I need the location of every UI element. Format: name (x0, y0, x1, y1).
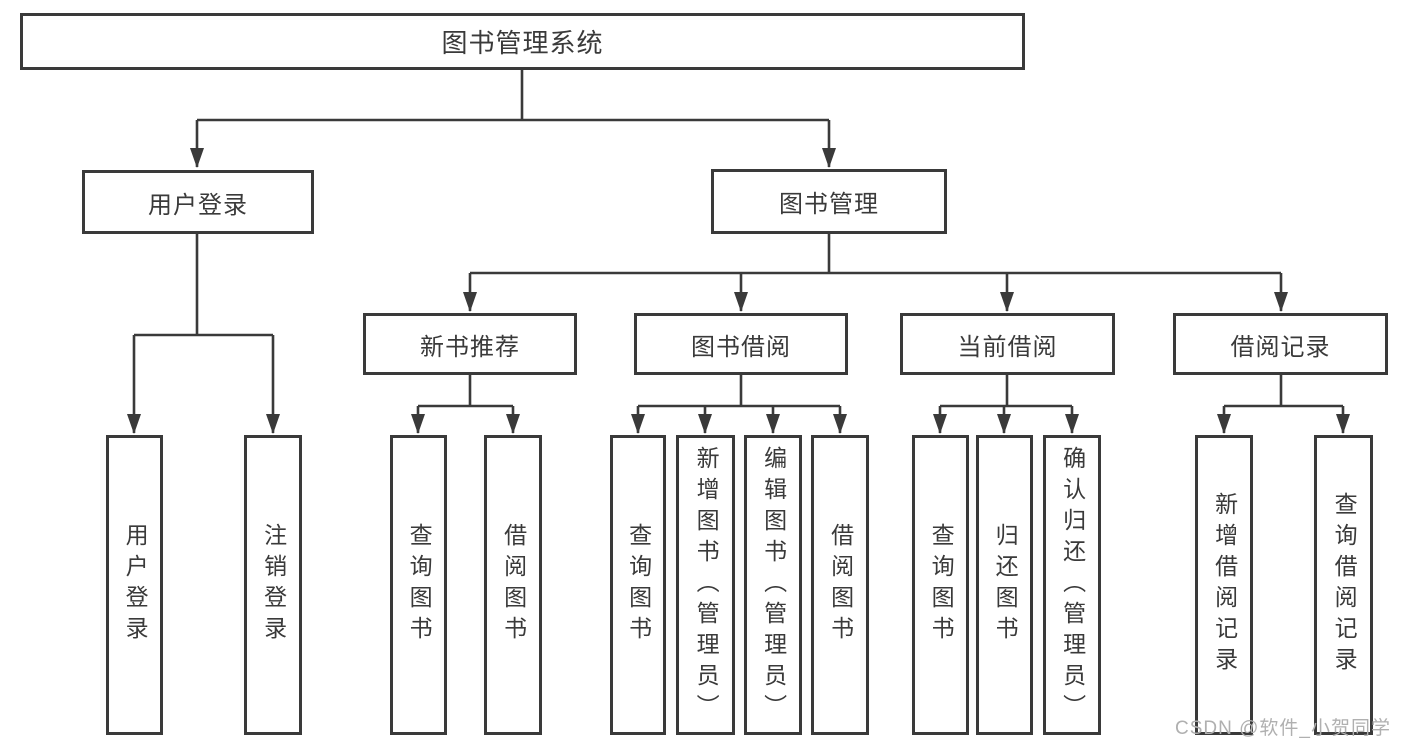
node-book-management: 图书管理 (711, 169, 947, 234)
leaf-add-borrow-record: 新增借阅记录 (1195, 435, 1253, 735)
leaf-label: 查询图书 (625, 523, 652, 647)
leaf-edit-books-admin: 编辑图书（管理员） (744, 435, 802, 735)
leaf-user-login: 用户登录 (106, 435, 163, 735)
csdn-watermark: CSDN @软件_小贺同学 (1175, 718, 1391, 739)
leaf-label: 查询图书 (928, 523, 955, 647)
leaf-borrow-books-recommend: 借阅图书 (484, 435, 542, 735)
leaf-label: 新增图书（管理员） (693, 445, 720, 725)
node-label: 图书管理 (779, 191, 879, 218)
node-label: 图书借阅 (691, 333, 791, 361)
leaf-logout: 注销登录 (244, 435, 302, 735)
leaf-label: 新增借阅记录 (1211, 492, 1238, 678)
node-user-login: 用户登录 (82, 170, 314, 234)
leaf-query-books-borrow: 查询图书 (610, 435, 666, 735)
leaf-borrow-books: 借阅图书 (811, 435, 869, 735)
node-label: 新书推荐 (420, 333, 520, 361)
leaf-query-books-current: 查询图书 (912, 435, 969, 735)
leaf-label: 确认归还（管理员） (1059, 445, 1086, 725)
node-current-borrow: 当前借阅 (900, 313, 1115, 375)
leaf-label: 编辑图书（管理员） (760, 445, 787, 725)
leaf-query-books-recommend: 查询图书 (390, 435, 447, 735)
node-book-borrow: 图书借阅 (634, 313, 848, 375)
leaf-label: 用户登录 (122, 523, 149, 647)
leaf-confirm-return-admin: 确认归还（管理员） (1043, 435, 1101, 735)
leaf-add-books-admin: 新增图书（管理员） (676, 435, 735, 735)
leaf-query-borrow-record: 查询借阅记录 (1314, 435, 1373, 735)
leaf-label: 查询图书 (406, 523, 433, 647)
leaf-label: 借阅图书 (827, 523, 854, 647)
node-label: 用户登录 (148, 191, 248, 219)
node-root-system: 图书管理系统 (20, 13, 1025, 70)
leaf-label: 借阅图书 (500, 523, 527, 647)
leaf-label: 归还图书 (992, 523, 1019, 647)
node-new-book-recommend: 新书推荐 (363, 313, 577, 375)
leaf-return-books: 归还图书 (976, 435, 1033, 735)
node-borrow-records: 借阅记录 (1173, 313, 1388, 375)
node-label: 图书管理系统 (441, 28, 604, 58)
leaf-label: 查询借阅记录 (1331, 492, 1358, 678)
leaf-label: 注销登录 (260, 523, 287, 647)
node-label: 借阅记录 (1230, 333, 1331, 361)
node-label: 当前借阅 (957, 333, 1058, 361)
